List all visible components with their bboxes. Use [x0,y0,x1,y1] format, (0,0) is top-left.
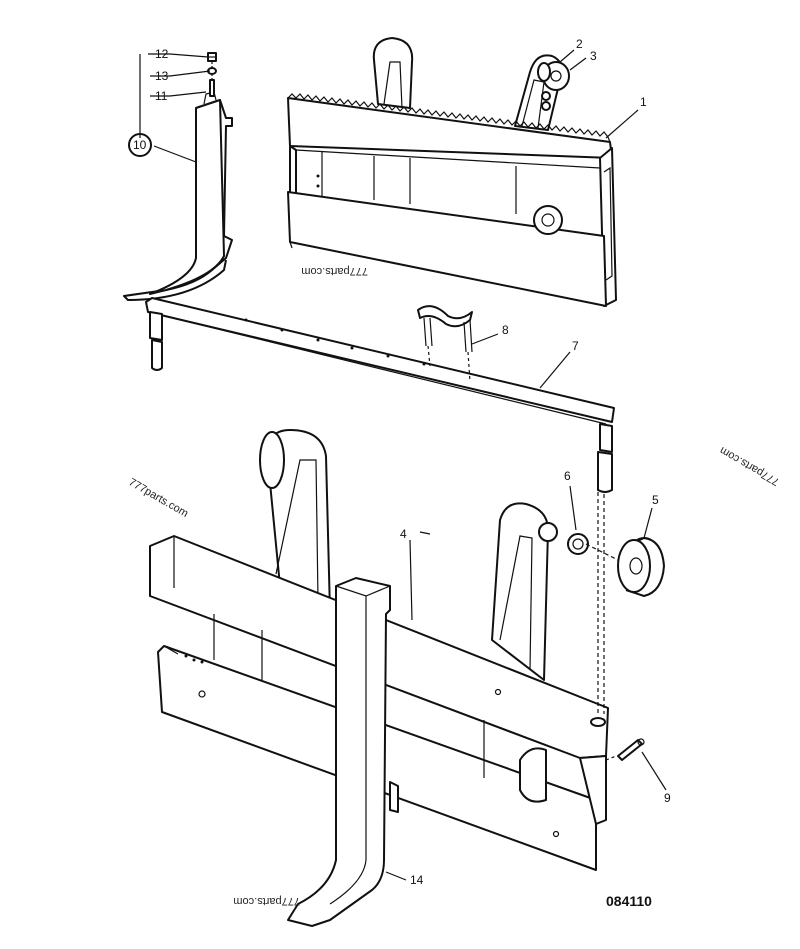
leader-lines [139,49,667,881]
fork-top [123,91,233,301]
callout-12: 12 [155,47,169,61]
callout-4: 4 [400,527,407,541]
callout-7: 7 [572,339,579,353]
pin-parts [207,52,217,97]
callout-6: 6 [564,469,571,483]
split-pin [617,738,645,761]
drawing-code: 084110 [606,893,652,909]
callout-11: 11 [155,89,168,103]
washer [567,533,589,555]
fork-bar [145,297,615,493]
watermark-3: 777parts.com [718,444,782,488]
carriage-top [287,37,617,307]
watermark-2: 777parts.com [127,476,191,520]
callout-1: 1 [640,95,647,109]
watermark-4: 777parts.com [233,895,300,907]
watermark-1: 777parts.com [301,265,368,277]
callout-8: 8 [502,323,509,337]
callout-circle-10 [128,133,152,157]
callout-14: 14 [410,873,424,887]
callout-13: 13 [155,69,169,83]
callout-2: 2 [576,37,583,51]
callout-9: 9 [664,791,671,805]
clip [417,305,473,353]
roller-top [537,61,570,111]
roller-bottom [617,537,665,597]
callout-10: 10 [133,138,147,152]
fork-bottom [287,577,399,927]
callout-3: 3 [590,49,597,63]
callout-5: 5 [652,493,659,507]
